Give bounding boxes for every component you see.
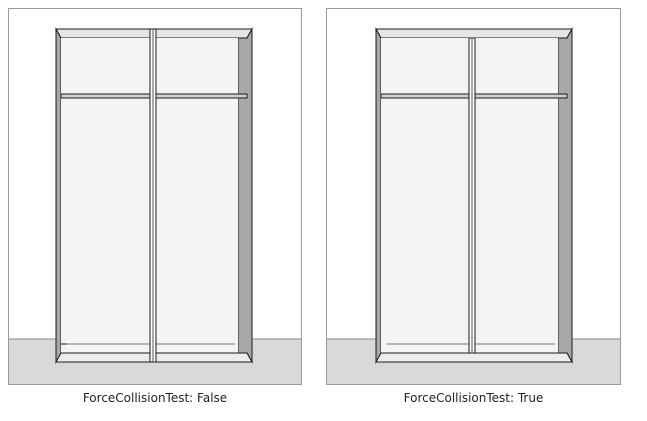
wardrobe-carcass xyxy=(55,27,253,364)
top-board xyxy=(375,28,573,39)
render-view-collision-true xyxy=(326,8,621,385)
wardrobe-render-left xyxy=(9,9,301,384)
right-side-panel xyxy=(557,27,573,364)
render-view-collision-false xyxy=(8,8,302,385)
bottom-board xyxy=(375,352,573,363)
left-side-panel xyxy=(375,27,382,364)
caption-collision-true: ForceCollisionTest: True xyxy=(403,391,544,405)
wardrobe-carcass xyxy=(375,27,573,364)
left-side-panel xyxy=(55,27,62,364)
wardrobe-render-right xyxy=(327,9,620,384)
caption-collision-false: ForceCollisionTest: False xyxy=(82,391,228,405)
right-side-panel xyxy=(237,27,253,364)
